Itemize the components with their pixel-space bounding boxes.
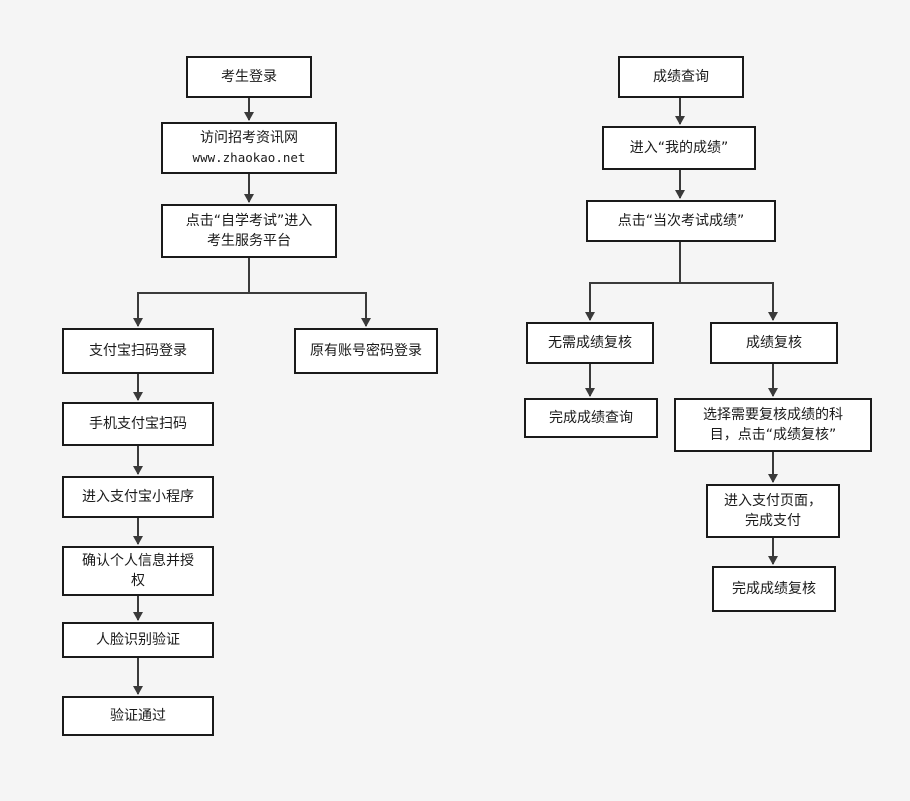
node-score-query-label: 成绩查询 [653,69,709,85]
node-verify-passed-label: 验证通过 [110,708,166,724]
node-visit-site-url: www.zhaokao.net [192,150,306,165]
node-select-subject: 选择需要复核成绩的科 目，点击“成绩复核” [674,398,872,452]
node-enter-miniprogram: 进入支付宝小程序 [62,476,214,518]
branch-to-score-review [680,282,778,321]
node-payment-page-label: 进入支付页面， 完成支付 [724,493,822,529]
node-score-query: 成绩查询 [618,56,744,98]
node-score-review: 成绩复核 [710,322,838,364]
node-exam-login: 考生登录 [186,56,312,98]
node-complete-review-label: 完成成绩复核 [732,581,816,597]
node-no-review: 无需成绩复核 [526,322,654,364]
node-complete-query-label: 完成成绩查询 [549,410,633,426]
node-phone-scan: 手机支付宝扫码 [62,402,214,446]
node-select-subject-label: 选择需要复核成绩的科 目，点击“成绩复核” [703,407,843,443]
node-current-scores: 点击“当次考试成绩” [586,200,776,242]
node-account-login-label: 原有账号密码登录 [310,343,422,359]
node-no-review-label: 无需成绩复核 [548,335,632,351]
node-visit-site-label: 访问招考资讯网 [199,130,298,146]
branch-to-alipay-login [133,258,250,327]
node-score-review-label: 成绩复核 [746,335,802,351]
branch-to-account-login [249,292,371,327]
node-visit-site-content: 访问招考资讯网 www.zhaokao.net [193,128,306,168]
node-confirm-info: 确认个人信息并授 权 [62,546,214,596]
node-enter-platform-label: 点击“自学考试”进入 考生服务平台 [185,213,313,249]
node-face-recognition: 人脸识别验证 [62,622,214,658]
node-alipay-login-label: 支付宝扫码登录 [89,343,187,359]
node-enter-platform: 点击“自学考试”进入 考生服务平台 [161,204,337,258]
node-current-scores-label: 点击“当次考试成绩” [617,213,745,229]
node-phone-scan-label: 手机支付宝扫码 [89,416,187,432]
branch-to-no-review [585,242,681,321]
node-exam-login-label: 考生登录 [221,69,277,85]
node-my-scores: 进入“我的成绩” [602,126,756,170]
node-face-recognition-label: 人脸识别验证 [96,632,180,648]
node-confirm-info-label: 确认个人信息并授 权 [82,553,194,589]
node-verify-passed: 验证通过 [62,696,214,736]
node-my-scores-label: 进入“我的成绩” [629,140,729,156]
node-alipay-login: 支付宝扫码登录 [62,328,214,374]
node-enter-miniprogram-label: 进入支付宝小程序 [82,489,194,505]
node-complete-query: 完成成绩查询 [524,398,658,438]
node-account-login: 原有账号密码登录 [294,328,438,374]
node-payment-page: 进入支付页面， 完成支付 [706,484,840,538]
node-visit-site: 访问招考资讯网 www.zhaokao.net [161,122,337,174]
node-complete-review: 完成成绩复核 [712,566,836,612]
